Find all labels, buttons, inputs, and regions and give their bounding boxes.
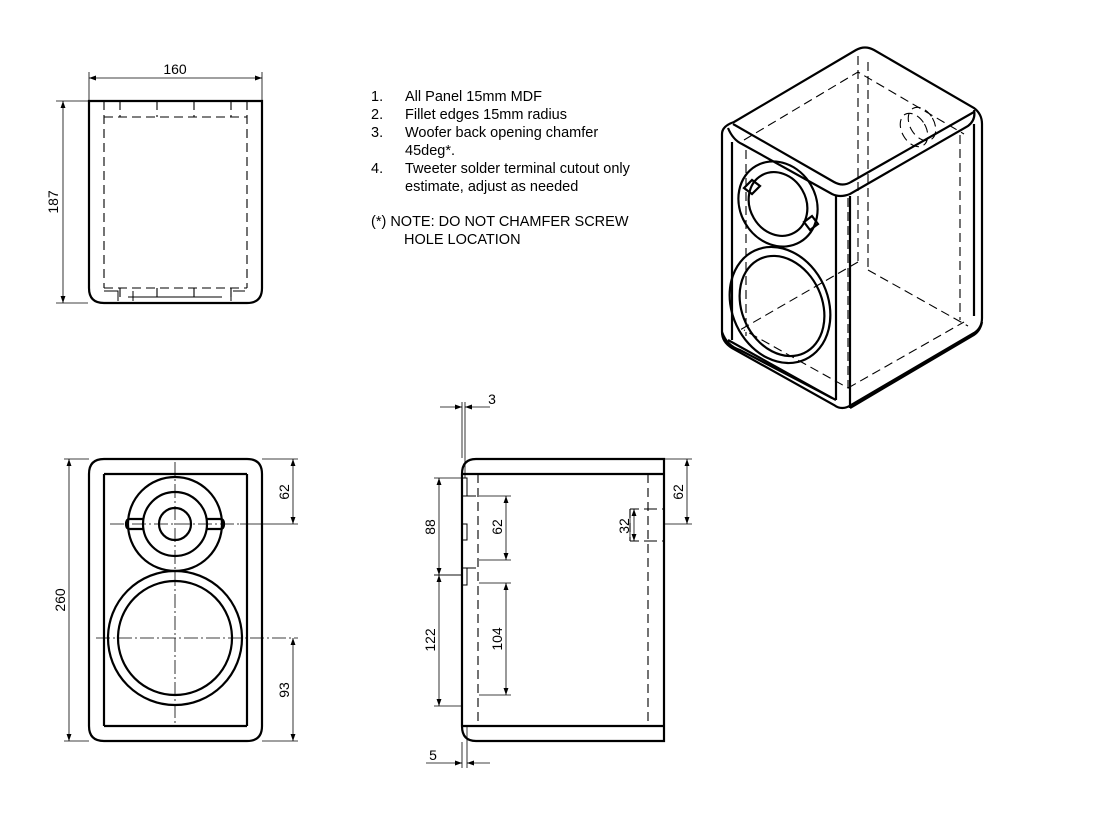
side-view-outline [460,457,666,743]
note-2-text: Fillet edges 15mm radius [405,107,567,123]
note-1: 1. All Panel 15mm MDF [371,88,655,106]
front-view-outline [87,457,264,743]
note-4-number: 4. [371,161,384,177]
iso-woofer [728,245,832,365]
note-2-number: 2. [371,107,384,123]
chamfer-note-line-1: (*) NOTE: DO NOT CHAMFER SCREW [371,214,629,230]
iso-tweeter [737,160,819,248]
dim-front-height: 260 [52,588,68,612]
dim-top-width: 160 [163,61,187,77]
note-4-text: Tweeter solder terminal cutout only esti… [405,161,630,195]
note-3: 3. Woofer back opening chamfer 45deg*. [371,124,655,160]
chamfer-note-line-2: HOLE LOCATION [404,232,521,248]
dim-front-tweeter: 62 [276,484,292,500]
top-view: 160 187 [45,61,264,305]
note-1-text: All Panel 15mm MDF [405,89,542,105]
dim-side-tweeter-cut: 62 [489,519,505,535]
side-view: 3 5 88 62 122 104 62 32 [422,391,692,768]
dim-side-bottom: 5 [429,747,437,763]
front-view: 62 93 260 [52,457,298,743]
dim-side-woofer-span: 122 [422,628,438,652]
note-1-number: 1. [371,89,384,105]
isometric-view [720,46,984,410]
note-2: 2. Fillet edges 15mm radius [371,106,655,124]
dim-side-terminal-cut: 32 [616,518,632,534]
dim-side-recess: 3 [488,391,496,407]
top-view-outline [87,99,264,305]
notes-block: 1. All Panel 15mm MDF 2. Fillet edges 15… [371,88,655,249]
note-3-number: 3. [371,125,384,141]
dim-side-woofer-cut: 104 [489,627,505,651]
dim-front-woofer: 93 [276,682,292,698]
dim-side-tweeter-span: 88 [422,519,438,535]
note-3-text: Woofer back opening chamfer 45deg*. [405,125,599,159]
note-4: 4. Tweeter solder terminal cutout only e… [371,160,655,196]
dim-top-depth: 187 [45,190,61,214]
dim-side-terminal-top: 62 [670,484,686,500]
